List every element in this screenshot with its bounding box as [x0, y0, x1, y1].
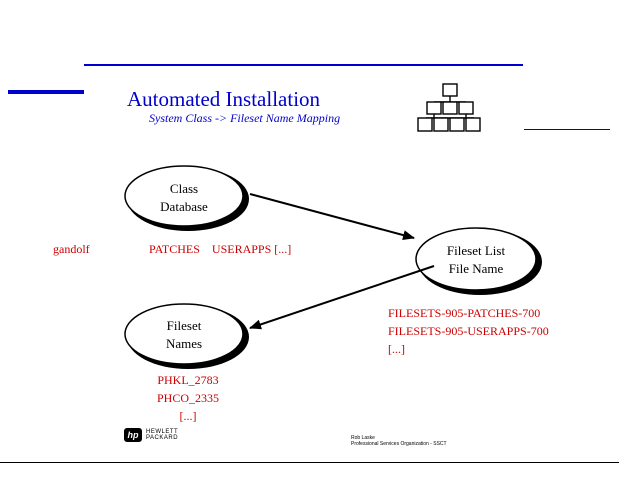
footer-credit: Rob Laske Professional Services Organiza… [351, 435, 447, 447]
left-accent-rule [8, 90, 84, 94]
hp-mark: hp [124, 428, 142, 442]
fileset-names-node [124, 303, 249, 369]
list-item: PHCO_2335 [156, 391, 219, 405]
label-line: Database [160, 199, 208, 214]
list-item: [...] [179, 409, 197, 423]
fileset-entries-list: PHKL_2783 PHCO_2335 [...] [148, 371, 228, 425]
top-rule [84, 64, 523, 66]
label-line: Names [165, 336, 203, 351]
fileset-list-label: Fileset List File Name [421, 242, 531, 278]
arrow-list-to-names [249, 265, 435, 330]
label-line: Fileset List [446, 243, 506, 258]
class-database-label: Class Database [134, 180, 234, 216]
label-line: Class [169, 181, 199, 196]
host-name: gandolf [53, 242, 90, 256]
arrow-db-to-list [249, 193, 415, 240]
bottom-rule [0, 462, 619, 463]
hierarchy-icon [417, 83, 481, 132]
list-item: FILESETS-905-PATCHES-700 [388, 306, 541, 320]
right-accent-rule [524, 129, 610, 130]
label-line: File Name [448, 261, 504, 276]
footer-author: Rob Laske [351, 435, 375, 441]
fileset-names-label: Fileset Names [134, 317, 234, 353]
label-line: Fileset [166, 318, 202, 333]
class-list: PATCHES USERAPPS [...] [149, 242, 292, 256]
hp-logo: hp HEWLETT PACKARD [124, 428, 178, 442]
page-title: Automated Installation [127, 87, 321, 111]
class-database-node [124, 165, 249, 231]
logo-line: HEWLETT [146, 429, 179, 435]
list-item: [...] [388, 342, 405, 356]
hp-wordmark: HEWLETT PACKARD [146, 429, 178, 441]
page-subtitle: System Class -> Fileset Name Mapping [149, 111, 341, 125]
logo-line: PACKARD [146, 435, 179, 441]
fileset-list-node [415, 227, 542, 295]
footer-org: Professional Services Organization - SSC… [351, 441, 447, 447]
fileset-files-list: FILESETS-905-PATCHES-700 FILESETS-905-US… [388, 304, 549, 358]
list-item: FILESETS-905-USERAPPS-700 [388, 324, 549, 338]
list-item: PHKL_2783 [157, 373, 219, 387]
